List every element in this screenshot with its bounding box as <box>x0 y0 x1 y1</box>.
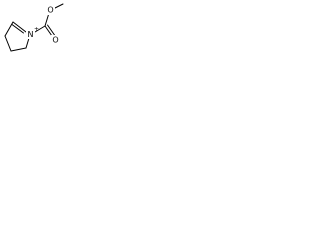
molecule-diagram: N + O O <box>4 3 64 52</box>
bond-c3-c4 <box>4 35 12 52</box>
bond-n-carbonyl-c <box>34 25 46 33</box>
carbonyl-oxygen-label: O <box>52 36 58 45</box>
atom-nitrogen: N + <box>26 26 39 39</box>
bond-carbonyl-double-b <box>47 24 55 36</box>
nitrogen-charge: + <box>34 26 39 33</box>
bond-c2-c3 <box>4 21 14 37</box>
atom-carbonyl-oxygen: O <box>51 35 60 45</box>
bond-c5-n <box>25 37 30 49</box>
atom-ester-oxygen: O <box>46 5 55 15</box>
bond-n-c2-double <box>11 24 24 34</box>
nitrogen-label: N <box>28 30 34 39</box>
bond-n-c2 <box>12 21 27 33</box>
ring-bonds <box>4 21 30 52</box>
ester-oxygen-label: O <box>47 6 53 15</box>
bond-carbonyl-c-ester-o <box>44 12 50 27</box>
bond-c4-c5 <box>10 47 27 52</box>
bond-carbonyl-double-a <box>44 25 53 37</box>
